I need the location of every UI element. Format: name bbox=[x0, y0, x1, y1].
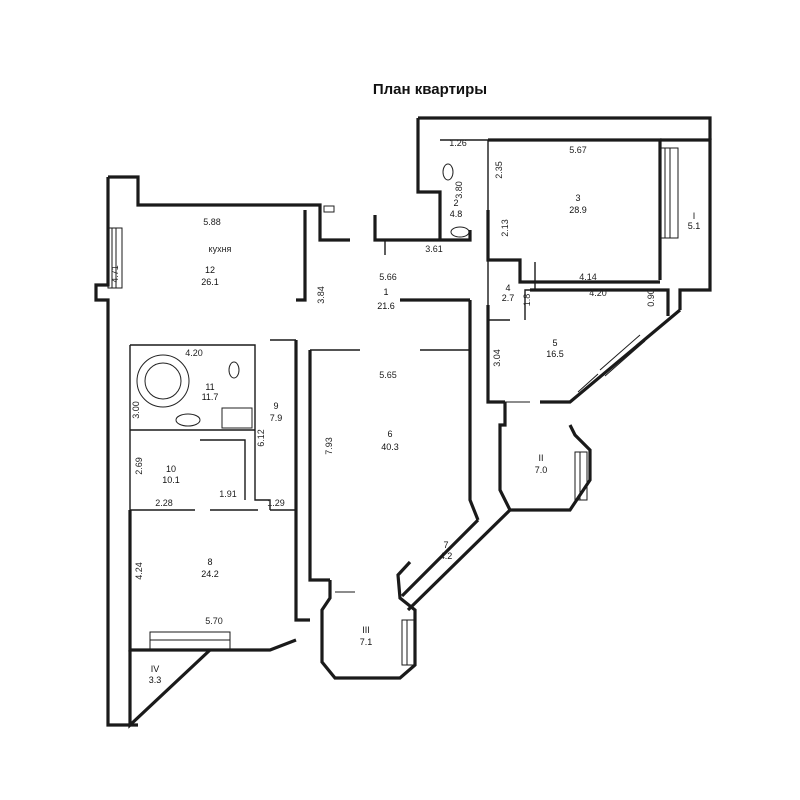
room-5-area: 16.5 bbox=[546, 349, 564, 359]
dim-label: 5.88 bbox=[203, 217, 221, 227]
room-1-number: 1 bbox=[383, 287, 388, 297]
room-3-area: 28.9 bbox=[569, 205, 587, 215]
room-4-number: 4 bbox=[505, 283, 510, 293]
dim-label: 2.13 bbox=[500, 219, 510, 237]
room-6-number: 6 bbox=[387, 429, 392, 439]
dimension-labels: 1.26 3.80 2.35 5.67 2.13 5.88 4.71 3.61 … bbox=[110, 138, 656, 626]
plan-title: План квартиры bbox=[373, 81, 487, 98]
room-6-area: 40.3 bbox=[381, 442, 399, 452]
room-III-area: 7.1 bbox=[360, 637, 373, 647]
dim-label: 2.69 bbox=[134, 457, 144, 475]
dim-label: 1.29 bbox=[267, 498, 285, 508]
walls bbox=[94, 116, 712, 729]
dim-label: 1.8 bbox=[522, 294, 532, 307]
room-11-number: 11 bbox=[205, 382, 214, 392]
dim-label: 5.67 bbox=[569, 145, 587, 155]
dim-label: 4.24 bbox=[134, 562, 144, 580]
room-12-area: 26.1 bbox=[201, 277, 219, 287]
dim-label: 4.20 bbox=[185, 348, 203, 358]
room-1-area: 21.6 bbox=[377, 301, 395, 311]
room-IV-number: IV bbox=[151, 664, 160, 674]
dim-label: 5.70 bbox=[205, 616, 223, 626]
room-3-number: 3 bbox=[575, 193, 580, 203]
room-I-area: 5.1 bbox=[688, 221, 701, 231]
dim-label: 6.12 bbox=[256, 429, 266, 447]
dim-label: 7.93 bbox=[324, 437, 334, 455]
room-I-number: I bbox=[693, 211, 696, 221]
dim-label: 4.14 bbox=[579, 272, 597, 282]
dim-label: 2.35 bbox=[494, 161, 504, 179]
dim-label: 1.91 bbox=[219, 489, 237, 499]
dim-label: 3.84 bbox=[316, 286, 326, 304]
dim-label: 3.61 bbox=[425, 244, 443, 254]
room-5-number: 5 bbox=[552, 338, 557, 348]
room-labels: 1 21.6 2 4.8 3 28.9 4 2.7 5 16.5 6 40.3 … bbox=[149, 193, 701, 685]
windows bbox=[107, 147, 679, 666]
room-7-number: 7 bbox=[443, 540, 448, 550]
room-9-area: 7.9 bbox=[270, 413, 283, 423]
room-8-number: 8 bbox=[207, 557, 212, 567]
dim-label: 3.80 bbox=[454, 181, 464, 199]
dim-label: 3.04 bbox=[492, 349, 502, 367]
dim-label: 1.26 bbox=[449, 138, 467, 148]
dim-label: 2.28 bbox=[155, 498, 173, 508]
room-11-area: 11.7 bbox=[202, 392, 219, 402]
dim-label: 4.71 bbox=[110, 265, 120, 283]
room-8-area: 24.2 bbox=[201, 569, 219, 579]
room-II-area: 7.0 bbox=[535, 465, 548, 475]
dim-label: 4.20 bbox=[589, 288, 607, 298]
dim-label: 5.65 bbox=[379, 370, 397, 380]
dim-label: 0.90 bbox=[646, 289, 656, 307]
room-4-area: 2.7 bbox=[502, 293, 515, 303]
room-7-area: 4.2 bbox=[440, 551, 453, 561]
dim-label: 5.66 bbox=[379, 272, 397, 282]
room-IV-area: 3.3 bbox=[149, 675, 162, 685]
room-III-number: III bbox=[362, 625, 370, 635]
fixtures bbox=[136, 163, 470, 429]
room-12-number: 12 bbox=[205, 265, 215, 275]
room-2-number: 2 bbox=[453, 198, 458, 208]
room-II-number: II bbox=[538, 453, 543, 463]
kitchen-label: кухня bbox=[209, 244, 232, 254]
room-10-number: 10 bbox=[166, 464, 176, 474]
room-2-area: 4.8 bbox=[450, 209, 463, 219]
dim-label: 3.00 bbox=[131, 401, 141, 419]
room-10-area: 10.1 bbox=[162, 475, 180, 485]
room-9-number: 9 bbox=[273, 401, 278, 411]
